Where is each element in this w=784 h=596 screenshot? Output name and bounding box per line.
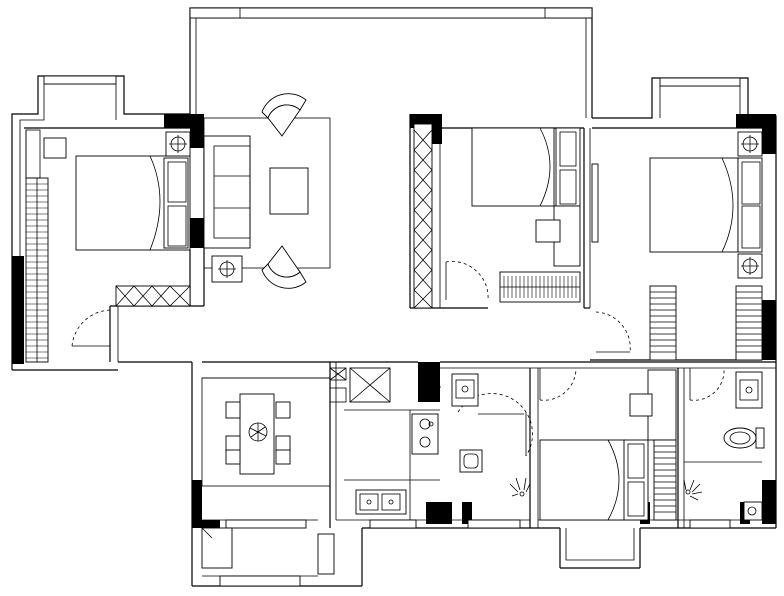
armchair-top: [261, 93, 307, 137]
interior-walls: [24, 114, 776, 587]
bed-left: [75, 155, 191, 251]
middle-bedroom: [413, 123, 581, 309]
bed-middle: [471, 127, 581, 207]
shelf-middle: [499, 271, 581, 303]
desk-chair-left: [43, 137, 67, 159]
shower-2: [683, 479, 703, 501]
dining-table: [239, 393, 275, 475]
desk-chair-middle: [535, 219, 561, 243]
nightstand-right-bottom: [737, 253, 763, 279]
toilet: [723, 427, 765, 449]
squat-toilet: [459, 449, 483, 473]
stove: [411, 413, 439, 455]
nightstand-left: [165, 131, 191, 157]
shoe-cabinet: [115, 285, 191, 307]
kitchen-sink: [355, 489, 407, 515]
sofa: [203, 135, 251, 249]
washing-machine: [201, 527, 233, 569]
nightstand-right-top: [737, 131, 763, 157]
dining-area: [201, 377, 331, 487]
coffee-table: [269, 167, 309, 215]
left-bedroom: [25, 129, 191, 363]
wardrobe-left: [25, 177, 49, 363]
bathroom-2: [683, 371, 765, 521]
chair-lower: [629, 393, 653, 417]
wardrobe-right-b: [735, 285, 763, 361]
side-table-lamp: [211, 255, 243, 283]
armchair-bottom: [261, 245, 307, 289]
wardrobe-right-a: [649, 285, 677, 361]
bathroom-1: [451, 373, 531, 497]
right-bedroom: [591, 131, 763, 361]
wall-columns: [12, 114, 776, 574]
wardrobe-lower: [653, 439, 677, 521]
utility-balcony: [201, 527, 335, 575]
doors: [71, 261, 725, 457]
desk-lower: [647, 369, 677, 441]
bed-right: [649, 157, 763, 253]
kitchen: [329, 367, 440, 520]
shower-1: [509, 477, 531, 497]
bed-lower: [539, 439, 649, 521]
lower-bedroom: [539, 369, 677, 521]
living-room: [203, 93, 331, 289]
wardrobe-middle: [413, 123, 433, 309]
